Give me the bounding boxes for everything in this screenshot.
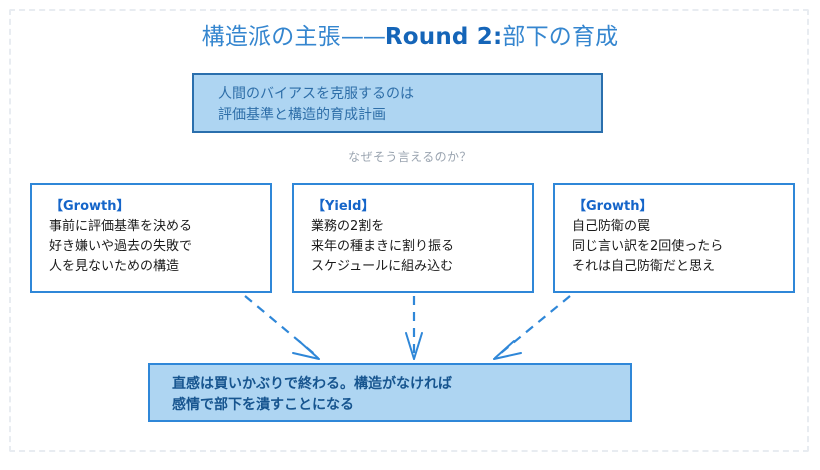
reason-1-header: 【Growth】 bbox=[50, 199, 130, 214]
conclusion-text: 直感は買いかぶりで終わる。構造がなければ 感情で部下を潰すことになる bbox=[172, 374, 452, 416]
arrow-left-icon bbox=[244, 295, 320, 360]
reason-2-line-2: 来年の種まきに割り振る bbox=[311, 239, 455, 254]
reason-3-body: 自己防衛の罠 同じ言い訳を2回使ったら それは自己防衛だと思え bbox=[572, 217, 723, 277]
reason-2-header: 【Yield】 bbox=[312, 199, 375, 214]
conclusion-box: 直感は買いかぶりで終わる。構造がなければ 感情で部下を潰すことになる bbox=[148, 363, 632, 422]
reason-2-body: 業務の2割を 来年の種まきに割り振る スケジュールに組み込む bbox=[311, 217, 454, 277]
reason-2-line-1: 業務の2割を bbox=[311, 219, 385, 234]
reason-1-line-1: 事前に評価基準を決める bbox=[49, 219, 193, 234]
title-main-text: 構造派の主張 bbox=[201, 24, 341, 50]
reason-1-body: 事前に評価基準を決める 好き嫌いや過去の失敗で 人を見ないための構造 bbox=[49, 217, 192, 277]
reason-box-1: 【Growth】 事前に評価基準を決める 好き嫌いや過去の失敗で 人を見ないため… bbox=[30, 183, 272, 293]
reason-3-header: 【Growth】 bbox=[573, 199, 653, 214]
title-round-label: Round 2: bbox=[384, 24, 503, 50]
conclusion-line-1: 直感は買いかぶりで終わる。構造がなければ bbox=[172, 376, 452, 392]
thesis-text: 人間のバイアスを克服するのは 評価基準と構造的育成計画 bbox=[218, 84, 414, 126]
reason-3-line-3: それは自己防衛だと思え bbox=[572, 259, 716, 274]
reason-2-line-3: スケジュールに組み込む bbox=[311, 259, 454, 274]
reason-1-line-3: 人を見ないための構造 bbox=[49, 259, 180, 274]
page-title: 構造派の主張——Round 2:部下の育成 bbox=[0, 22, 820, 52]
reason-3-line-2: 同じ言い訳を2回使ったら bbox=[572, 239, 724, 254]
thesis-box: 人間のバイアスを克服するのは 評価基準と構造的育成計画 bbox=[192, 73, 603, 133]
title-subject-text: 部下の育成 bbox=[502, 24, 619, 50]
title-dash: —— bbox=[340, 24, 386, 50]
reason-box-2: 【Yield】 業務の2割を 来年の種まきに割り振る スケジュールに組み込む bbox=[292, 183, 534, 293]
reason-1-line-2: 好き嫌いや過去の失敗で bbox=[49, 239, 193, 254]
reason-3-line-1: 自己防衛の罠 bbox=[572, 219, 651, 234]
thesis-line-2: 評価基準と構造的育成計画 bbox=[218, 107, 386, 123]
arrow-right-icon bbox=[493, 295, 571, 360]
arrow-center-icon bbox=[405, 296, 423, 360]
conclusion-line-2: 感情で部下を潰すことになる bbox=[172, 397, 354, 413]
thesis-line-1: 人間のバイアスを克服するのは bbox=[218, 86, 414, 102]
reason-box-3: 【Growth】 自己防衛の罠 同じ言い訳を2回使ったら それは自己防衛だと思え bbox=[553, 183, 795, 293]
question-label: なぜそう言えるのか？ bbox=[348, 150, 472, 164]
